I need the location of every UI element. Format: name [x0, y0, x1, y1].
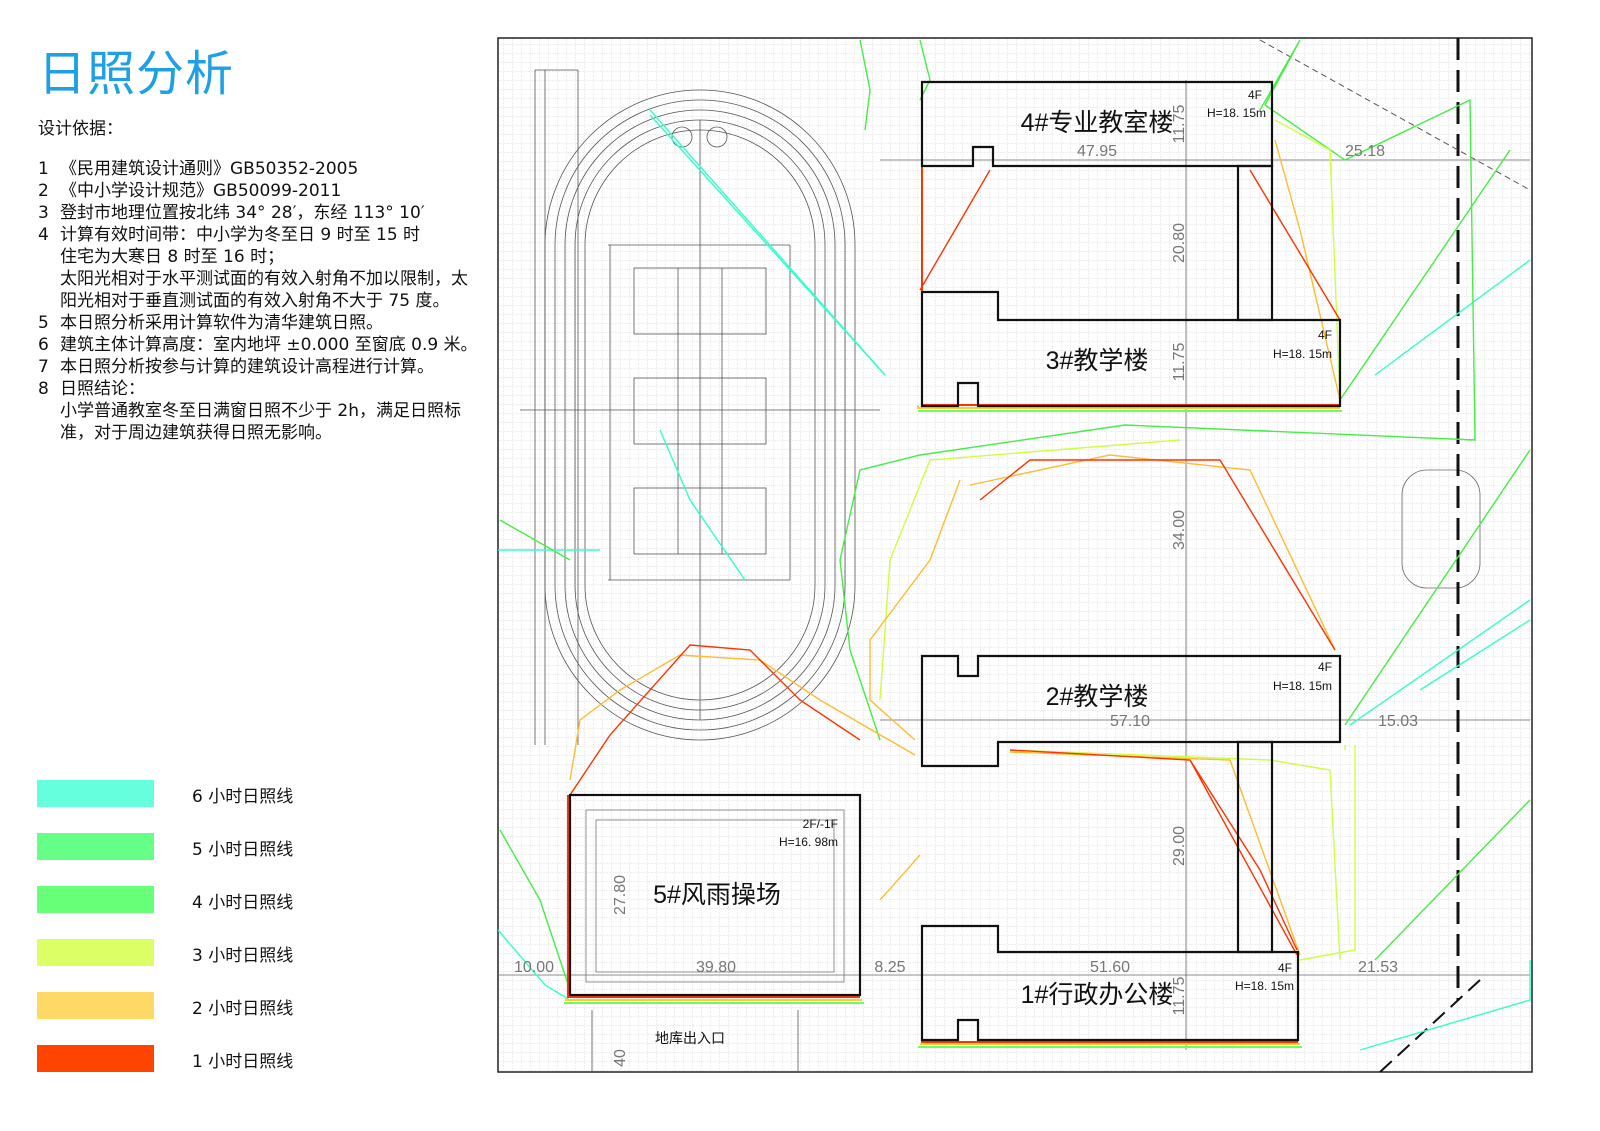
dimension-label: 40 [612, 1049, 629, 1067]
dimension-label: 34.00 [1171, 510, 1188, 550]
dimension-label: 10.00 [514, 959, 554, 976]
dimension-label: 8.25 [874, 959, 905, 976]
note-text: 登封市地理位置按北纬 34° 28′，东经 113° 10′ [60, 203, 425, 223]
note-text: 太阳光相对于水平测试面的有效入射角不加以限制，太阳光相对于垂直测试面的有效入射角… [60, 269, 468, 311]
legend-label: 1 小时日照线 [192, 1052, 294, 1072]
note-text: 小学普通教室冬至日满窗日照不少于 2h，满足日照标准，对于周边建筑获得日照无影响… [60, 401, 461, 443]
legend-swatch [37, 833, 154, 860]
building-3-name: 3#教学楼 [1046, 347, 1149, 375]
note-number: 7 [38, 357, 49, 377]
running-track [520, 69, 880, 745]
legend-item-6h: 6 小时日照线 [37, 780, 337, 810]
note-text: 本日照分析按参与计算的建筑设计高程进行计算。 [60, 357, 434, 377]
note-text: 《中小学设计规范》GB50099-2011 [60, 181, 342, 201]
dimension-label: 20.80 [1171, 223, 1188, 263]
legend-item-3h: 3 小时日照线 [37, 939, 337, 969]
note-text: 日照结论： [60, 379, 145, 399]
building-2-floors: 4F [1318, 660, 1332, 674]
legend-item-5h: 5 小时日照线 [37, 833, 337, 863]
legend-label: 3 小时日照线 [192, 946, 294, 966]
note-number: 1 [38, 159, 49, 179]
building-4-outline [920, 80, 1274, 168]
building-3-outline [920, 290, 1342, 408]
building-1-height: H=18. 15m [1235, 979, 1294, 993]
note-item: 2 《中小学设计规范》GB50099-2011 [38, 180, 478, 202]
dimension-label: 39.80 [696, 959, 736, 976]
dimension-label: 29.00 [1171, 826, 1188, 866]
design-notes: 1 《民用建筑设计通则》GB50352-2005 2 《中小学设计规范》GB5009… [38, 158, 478, 444]
dimension-label: 11.75 [1171, 976, 1188, 1015]
building-3-height: H=18. 15m [1273, 347, 1332, 361]
plan-frame [497, 37, 1533, 1073]
building-5-name: 5#风雨操场 [653, 881, 781, 909]
building-5-floors: 2F/-1F [803, 817, 838, 831]
note-number: 3 [38, 203, 49, 223]
note-item: 6 建筑主体计算高度：室内地坪 ±0.000 至窗底 0.9 米。 [38, 334, 478, 356]
note-item: 5 本日照分析采用计算软件为清华建筑日照。 [38, 312, 478, 334]
legend-item-2h: 2 小时日照线 [37, 992, 337, 1022]
note-item: 3 登封市地理位置按北纬 34° 28′，东经 113° 10′ [38, 202, 478, 224]
sunlight-contours [498, 39, 1531, 1051]
legend-label: 2 小时日照线 [192, 999, 294, 1019]
note-number: 6 [38, 335, 49, 355]
building-5-outline [568, 793, 862, 997]
dimension-label: 57.10 [1110, 713, 1150, 730]
legend-swatch [37, 1045, 154, 1072]
building-2-outline [920, 654, 1342, 768]
note-text: 计算有效时间带：中小学为冬至日 9 时至 15 时 [60, 225, 421, 245]
building-1-floors: 4F [1278, 961, 1292, 975]
note-item: 住宅为大寒日 8 时至 16 时； [38, 246, 478, 268]
garage-entrance-label: 地库出入口 [655, 1030, 725, 1046]
note-item: 1 《民用建筑设计通则》GB50352-2005 [38, 158, 478, 180]
dimension-label: 47.95 [1077, 143, 1117, 160]
legend-label: 4 小时日照线 [192, 893, 294, 913]
note-text: 住宅为大寒日 8 时至 16 时； [60, 247, 285, 267]
note-item: 7 本日照分析按参与计算的建筑设计高程进行计算。 [38, 356, 478, 378]
legend-label: 5 小时日照线 [192, 840, 294, 860]
legend-swatch [37, 886, 154, 913]
design-basis-heading: 设计依据： [38, 119, 123, 139]
legend-label: 6 小时日照线 [192, 787, 294, 807]
building-4-floors: 4F [1248, 88, 1262, 102]
dimension-label: 11.75 [1171, 342, 1188, 381]
legend-item-1h: 1 小时日照线 [37, 1045, 337, 1075]
note-text: 建筑主体计算高度：室内地坪 ±0.000 至窗底 0.9 米。 [60, 335, 478, 355]
note-item: 小学普通教室冬至日满窗日照不少于 2h，满足日照标准，对于周边建筑获得日照无影响… [38, 400, 478, 444]
dimension-label: 27.80 [612, 875, 629, 915]
note-number: 8 [38, 379, 49, 399]
note-number: 5 [38, 313, 49, 333]
dimension-label: 15.03 [1378, 713, 1418, 730]
building-2-name: 2#教学楼 [1046, 683, 1149, 711]
building-2-height: H=18. 15m [1273, 679, 1332, 693]
legend-swatch [37, 992, 154, 1019]
note-number: 2 [38, 181, 49, 201]
page-title: 日照分析 [38, 46, 235, 102]
building-5-height: H=16. 98m [779, 835, 838, 849]
note-item: 4 计算有效时间带：中小学为冬至日 9 时至 15 时 [38, 224, 478, 246]
building-4-height: H=18. 15m [1207, 106, 1266, 120]
note-text: 本日照分析采用计算软件为清华建筑日照。 [60, 313, 383, 333]
dimension-label: 21.53 [1358, 959, 1398, 976]
dimension-label: 25.18 [1345, 143, 1385, 160]
dimension-label: 51.60 [1090, 959, 1130, 976]
note-item: 8 日照结论： [38, 378, 478, 400]
building-3-floors: 4F [1318, 328, 1332, 342]
legend-item-4h: 4 小时日照线 [37, 886, 337, 916]
legend-swatch [37, 780, 154, 807]
building-1-name: 1#行政办公楼 [1021, 981, 1174, 1009]
note-item: 太阳光相对于水平测试面的有效入射角不加以限制，太阳光相对于垂直测试面的有效入射角… [38, 268, 478, 312]
building-4-name: 4#专业教室楼 [1021, 109, 1174, 137]
legend-swatch [37, 939, 154, 966]
note-number: 4 [38, 225, 49, 245]
building-1-outline [920, 924, 1300, 1042]
note-text: 《民用建筑设计通则》GB50352-2005 [60, 159, 359, 179]
dimension-label: 11.75 [1171, 104, 1188, 143]
